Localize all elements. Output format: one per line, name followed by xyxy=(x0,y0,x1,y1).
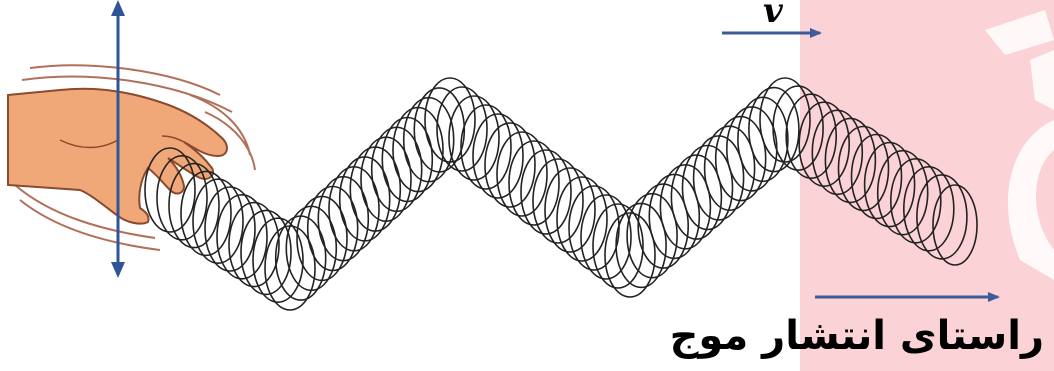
coil-loop xyxy=(878,151,928,235)
coil-loop xyxy=(825,118,875,202)
coil-loop xyxy=(812,110,862,194)
coil-loop xyxy=(297,196,347,280)
coil-loop xyxy=(865,143,915,227)
coil-loop xyxy=(799,102,849,186)
coil-loop xyxy=(393,108,443,192)
coil-loop xyxy=(839,127,889,211)
propagation-caption: راستای انتشار موج xyxy=(670,314,1044,358)
coil-loop xyxy=(361,137,411,221)
watermark-logo-icon xyxy=(985,10,1054,280)
velocity-label: v xyxy=(763,0,783,28)
coil-loop xyxy=(414,88,464,172)
coil-loop xyxy=(917,175,967,259)
slinky-spring xyxy=(145,78,977,310)
coil-loop xyxy=(329,167,379,251)
coil-loop xyxy=(786,94,836,178)
coil-loop xyxy=(904,167,954,251)
coil-loop xyxy=(852,135,902,219)
